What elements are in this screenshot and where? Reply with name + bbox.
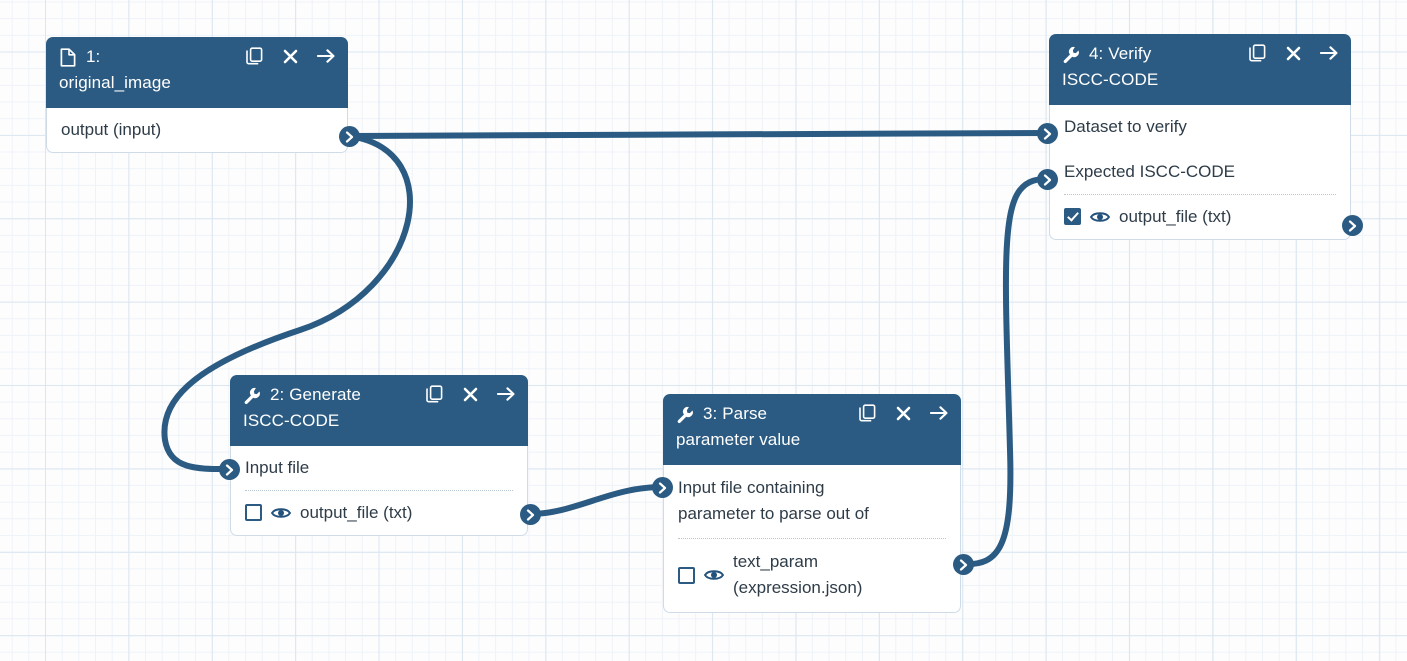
node-generate-iscc-code[interactable]: 2: Generate ISCC-CODE xyxy=(230,375,528,536)
node-4-separator xyxy=(1064,194,1336,195)
node-4-title-number: 4: Verify xyxy=(1089,44,1152,63)
arrow-right-icon[interactable] xyxy=(1320,43,1338,63)
wrench-icon xyxy=(1062,44,1080,64)
node-4-title-name: ISCC-CODE xyxy=(1062,70,1159,89)
node-3-separator xyxy=(678,538,946,539)
node-3-output-label: text_param (expression.json) xyxy=(733,549,862,601)
close-icon[interactable] xyxy=(894,403,912,423)
node-3-body: Input file containing parameter to parse… xyxy=(663,465,961,613)
node-4-output-row[interactable]: output_file (txt) xyxy=(1050,195,1350,239)
node-2-input-label: Input file xyxy=(245,458,310,477)
eye-icon[interactable] xyxy=(1090,210,1110,224)
node-2-input-row[interactable]: Input file xyxy=(231,446,527,490)
close-icon[interactable] xyxy=(1284,43,1302,63)
copy-icon[interactable] xyxy=(1248,43,1266,63)
wrench-icon xyxy=(243,385,261,405)
node-1-output-label: output (input) xyxy=(61,120,162,139)
node-3-title-number: 3: Parse xyxy=(703,404,768,423)
node-2-output-label: output_file (txt) xyxy=(300,503,413,522)
node-3-input-label-line2: parameter to parse out of xyxy=(678,504,869,523)
node-1-output-port[interactable] xyxy=(339,126,360,147)
node-2-body: Input file output_file (txt) xyxy=(230,446,528,536)
node-2-output-checkbox[interactable] xyxy=(245,504,262,521)
node-4-output-label: output_file (txt) xyxy=(1119,207,1232,226)
node-1-body: output (input) xyxy=(46,108,348,153)
node-2-actions[interactable] xyxy=(425,384,515,404)
node-3-actions[interactable] xyxy=(858,403,948,423)
document-icon xyxy=(59,47,77,67)
node-verify-iscc-code[interactable]: 4: Verify ISCC-CODE xyxy=(1049,34,1351,240)
node-3-input-port[interactable] xyxy=(652,477,673,498)
node-parse-parameter-value[interactable]: 3: Parse parameter value xyxy=(663,394,961,613)
node-4-output-port[interactable] xyxy=(1342,215,1363,236)
node-1-header[interactable]: 1: original_image xyxy=(46,37,348,108)
edge-node2-to-node3-input xyxy=(527,484,665,517)
node-2-output-row[interactable]: output_file (txt) xyxy=(231,491,527,535)
node-4-body: Dataset to verify Expected ISCC-CODE out… xyxy=(1049,105,1351,240)
node-2-output-port[interactable] xyxy=(520,504,541,525)
node-2-separator xyxy=(245,490,513,491)
copy-icon[interactable] xyxy=(858,403,876,423)
node-4-input-label-expected: Expected ISCC-CODE xyxy=(1064,162,1235,181)
copy-icon[interactable] xyxy=(425,384,443,404)
wrench-icon xyxy=(676,404,694,424)
eye-icon[interactable] xyxy=(271,506,291,520)
arrow-right-icon[interactable] xyxy=(497,384,515,404)
node-3-header[interactable]: 3: Parse parameter value xyxy=(663,394,961,465)
node-4-input-row-dataset[interactable]: Dataset to verify xyxy=(1050,105,1350,149)
node-4-header[interactable]: 4: Verify ISCC-CODE xyxy=(1049,34,1351,105)
arrow-right-icon[interactable] xyxy=(317,46,335,66)
node-4-output-checkbox[interactable] xyxy=(1064,208,1081,225)
node-3-input-row[interactable]: Input file containing parameter to parse… xyxy=(664,465,960,538)
node-2-header[interactable]: 2: Generate ISCC-CODE xyxy=(230,375,528,446)
node-2-title-number: 2: Generate xyxy=(270,385,361,404)
edge-node3-to-node4-expected xyxy=(960,176,1050,568)
node-3-output-row[interactable]: text_param (expression.json) xyxy=(664,539,960,612)
node-original-image[interactable]: 1: original_image xyxy=(46,37,348,153)
node-1-title-number: 1: xyxy=(86,47,101,66)
close-icon[interactable] xyxy=(281,46,299,66)
node-4-input-label-dataset: Dataset to verify xyxy=(1064,117,1187,136)
copy-icon[interactable] xyxy=(245,46,263,66)
node-4-input-row-expected[interactable]: Expected ISCC-CODE xyxy=(1050,149,1350,194)
arrow-right-icon[interactable] xyxy=(930,403,948,423)
node-3-output-port[interactable] xyxy=(953,554,974,575)
node-1-output-row[interactable]: output (input) xyxy=(47,108,347,152)
eye-icon[interactable] xyxy=(704,568,724,582)
node-4-input-port-expected[interactable] xyxy=(1037,169,1058,190)
edge-node1-to-node4-dataset xyxy=(346,130,1050,139)
node-3-title-name: parameter value xyxy=(676,430,801,449)
node-1-actions[interactable] xyxy=(245,46,335,66)
node-3-output-label-line2: (expression.json) xyxy=(733,578,863,597)
node-3-output-label-line1: text_param xyxy=(733,552,819,571)
node-2-title-name: ISCC-CODE xyxy=(243,411,340,430)
node-3-input-label-line1: Input file containing xyxy=(678,478,825,497)
node-2-input-port[interactable] xyxy=(219,459,240,480)
node-3-output-checkbox[interactable] xyxy=(678,566,695,584)
node-4-input-port-dataset[interactable] xyxy=(1037,123,1058,144)
close-icon[interactable] xyxy=(461,384,479,404)
node-1-title-name: original_image xyxy=(59,73,171,92)
node-4-actions[interactable] xyxy=(1248,43,1338,63)
